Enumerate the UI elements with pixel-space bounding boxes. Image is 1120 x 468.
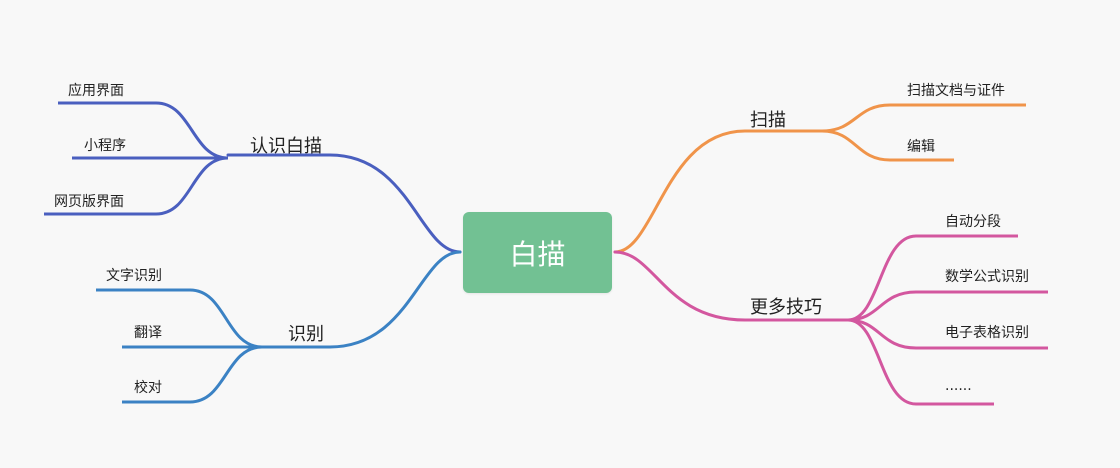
link-shibie-leaf-1 <box>96 288 263 349</box>
leaf-math-formula[interactable]: 数学公式识别 <box>945 269 1029 285</box>
link-root-to-saomiao <box>613 129 824 254</box>
leaf-mini-program[interactable]: 小程序 <box>84 138 126 154</box>
root-node-label: 白描 <box>509 237 566 271</box>
leaf-edit[interactable]: 编辑 <box>907 139 935 155</box>
leaf-more-ellipsis[interactable]: ...... <box>945 378 972 394</box>
link-root-to-renshi <box>226 153 462 254</box>
branch-shibie-label[interactable]: 识别 <box>288 324 324 345</box>
leaf-translation[interactable]: 翻译 <box>134 325 162 341</box>
leaf-scan-documents[interactable]: 扫描文档与证件 <box>907 83 1005 99</box>
branch-renshi-label[interactable]: 认识白描 <box>250 136 322 157</box>
branch-gengduo-label[interactable]: 更多技巧 <box>750 297 822 318</box>
link-root-to-shibie <box>260 250 462 349</box>
link-saomiao-leaf-1 <box>821 103 1026 133</box>
link-gengduo-leaf-4 <box>847 318 994 406</box>
leaf-auto-paragraph[interactable]: 自动分段 <box>945 214 1001 230</box>
leaf-app-interface[interactable]: 应用界面 <box>68 83 124 99</box>
leaf-text-recognition[interactable]: 文字识别 <box>106 268 162 284</box>
link-renshi-leaf-3 <box>44 156 229 216</box>
root-node[interactable]: 白描 <box>463 212 612 293</box>
branch-saomiao-label[interactable]: 扫描 <box>750 110 786 131</box>
link-gengduo-leaf-3 <box>847 318 1048 350</box>
leaf-spreadsheet[interactable]: 电子表格识别 <box>945 325 1029 341</box>
link-shibie-leaf-3 <box>122 345 263 404</box>
leaf-web-interface[interactable]: 网页版界面 <box>54 194 124 210</box>
link-root-to-gengduo <box>613 250 850 322</box>
link-gengduo-leaf-2 <box>847 290 1048 322</box>
leaf-proofreading[interactable]: 校对 <box>134 380 162 396</box>
link-saomiao-leaf-2 <box>821 129 954 162</box>
link-gengduo-leaf-1 <box>847 234 1018 322</box>
link-renshi-leaf-1 <box>58 101 229 160</box>
